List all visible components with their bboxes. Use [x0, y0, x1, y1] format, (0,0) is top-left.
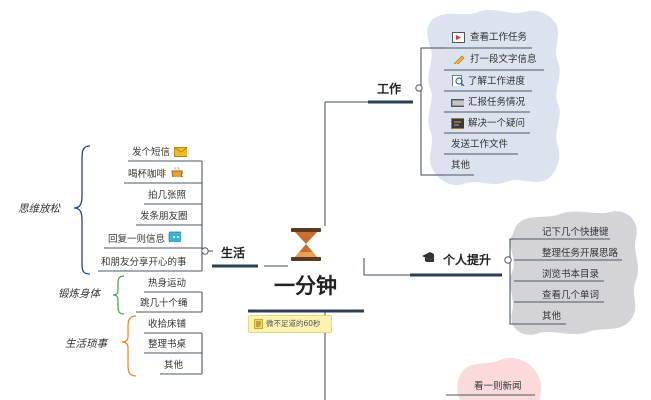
life-item[interactable]: 回复一则信息 [108, 234, 166, 245]
work-item[interactable]: 打一段文字信息 [470, 54, 537, 65]
hourglass-icon [291, 228, 321, 261]
life-item[interactable]: 发个短信 [132, 147, 171, 158]
pencil-icon [453, 55, 465, 64]
life-item[interactable]: 发条朋友圈 [140, 211, 188, 222]
growth-item[interactable]: 查看几个单词 [542, 290, 600, 301]
life-collapse-toggle[interactable] [201, 247, 209, 255]
news-item[interactable]: 看一则新闻 [474, 381, 522, 392]
life-item[interactable]: 其他 [164, 360, 184, 371]
note-icon [254, 319, 263, 329]
work-item[interactable]: 了解工作进度 [468, 76, 526, 87]
brace-exercise [112, 275, 125, 315]
work-cloud [427, 10, 560, 186]
life-item[interactable]: 喝杯咖啡 [128, 169, 167, 180]
work-collapse-toggle[interactable] [415, 84, 423, 92]
central-topic-title[interactable]: 一分钟 [274, 274, 337, 298]
work-item[interactable]: 解决一个疑问 [468, 118, 526, 129]
keyboard-icon [451, 99, 464, 107]
branch-life-label[interactable]: 生活 [221, 246, 246, 260]
coffee-cup-icon [171, 166, 183, 177]
life-item[interactable]: 收拾床铺 [148, 319, 187, 330]
work-item[interactable]: 发送工作文件 [451, 139, 509, 150]
life-item[interactable]: 拍几张照 [148, 190, 187, 201]
growth-item[interactable]: 浏览书本目录 [542, 269, 600, 280]
chat-bubble-icon [168, 231, 181, 242]
central-topic-note[interactable]: 微不足道的60秒 [248, 315, 332, 333]
growth-collapse-toggle[interactable] [504, 256, 512, 264]
work-item[interactable]: 汇报任务情况 [468, 97, 526, 108]
work-item[interactable]: 其他 [451, 160, 471, 171]
life-group-chores-label[interactable]: 生活琐事 [65, 338, 107, 350]
news-cloud [457, 357, 541, 400]
growth-cloud [510, 211, 638, 335]
life-item[interactable]: 整理书桌 [148, 339, 187, 350]
life-item[interactable]: 和朋友分享开心的事 [101, 257, 187, 268]
blackboard-icon [451, 118, 464, 129]
life-group-relax-label[interactable]: 思维放松 [18, 203, 60, 215]
play-icon [452, 32, 465, 43]
life-group-exercise-label[interactable]: 锻炼身体 [58, 288, 100, 300]
graduation-cap-icon [422, 252, 434, 262]
envelope-icon [174, 147, 187, 157]
brace-chores [121, 315, 137, 377]
growth-item[interactable]: 整理任务开展思路 [542, 248, 619, 259]
magnifier-icon [452, 75, 465, 86]
branch-growth-label[interactable]: 个人提升 [443, 253, 492, 267]
growth-item[interactable]: 其他 [542, 311, 562, 322]
growth-item[interactable]: 记下几个快捷键 [542, 227, 609, 238]
work-item[interactable]: 查看工作任务 [470, 32, 528, 43]
brace-relax [73, 145, 91, 275]
life-item[interactable]: 跳几十个绳 [140, 298, 188, 309]
note-text: 微不足道的60秒 [266, 319, 321, 328]
life-item[interactable]: 热身运动 [148, 278, 187, 289]
branch-work-label[interactable]: 工作 [377, 82, 402, 96]
